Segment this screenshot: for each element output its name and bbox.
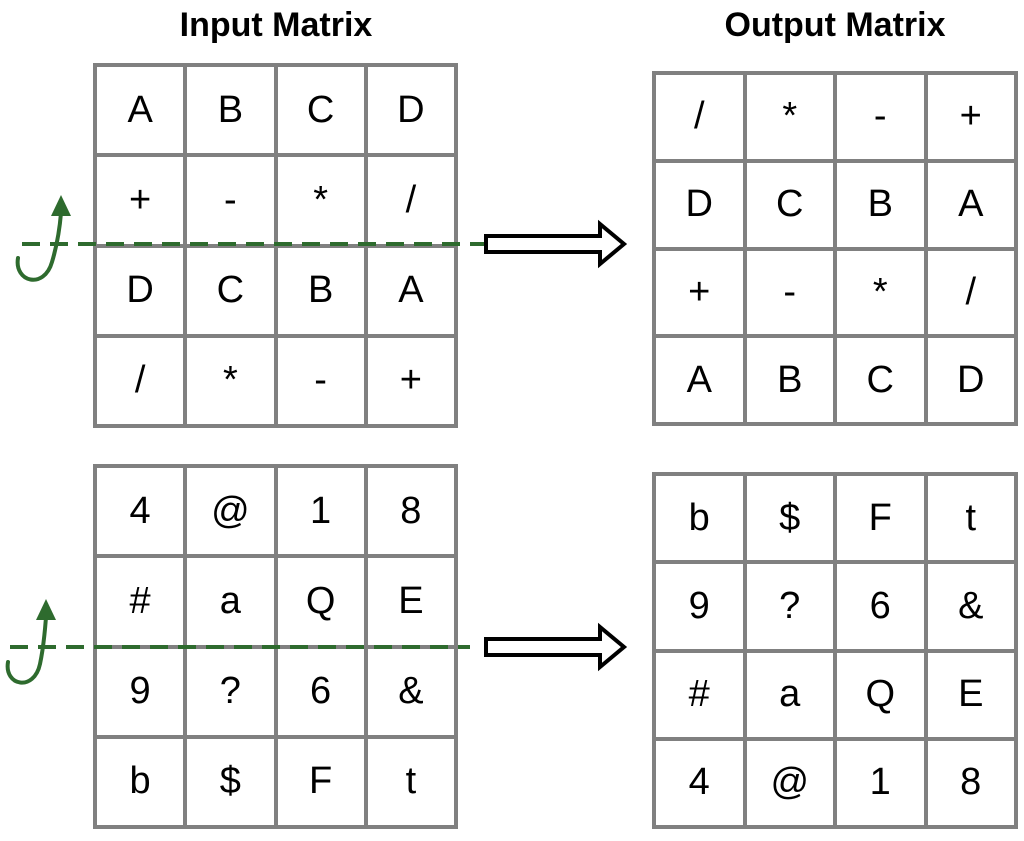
matrix-cell: 9 (654, 562, 745, 651)
matrix-cell: D (654, 160, 745, 249)
matrix-cell: & (365, 646, 456, 737)
matrix-cell: - (275, 335, 366, 426)
matrix-cell: E (365, 556, 456, 647)
matrix-cell: + (365, 335, 456, 426)
matrix-cell: + (925, 73, 1016, 161)
matrix-cell: + (654, 248, 745, 337)
matrix-cell: - (744, 248, 835, 337)
matrix-cell: # (95, 556, 186, 647)
matrix-cell: C (744, 160, 835, 249)
matrix-cell: 8 (365, 466, 456, 557)
matrix-cell: 4 (95, 466, 186, 557)
matrix-cell: 9 (95, 646, 186, 737)
input-matrix-title: Input Matrix (179, 6, 373, 44)
matrix-cell: a (744, 650, 835, 739)
matrix-cell: 1 (835, 738, 926, 827)
matrix-cell: C (835, 336, 926, 424)
matrix-cell: Q (835, 650, 926, 739)
curved-flip-arrow-icon (15, 195, 71, 282)
matrix-cell: * (835, 248, 926, 337)
matrix-cell: t (365, 736, 456, 827)
matrix-cell: / (654, 73, 745, 161)
matrix-cell: C (185, 245, 276, 336)
matrix-cell: b (654, 474, 745, 563)
matrix-cell: @ (185, 466, 276, 557)
matrix-cell: A (365, 245, 456, 336)
matrix-cell: @ (744, 738, 835, 827)
matrix-cell: B (185, 65, 276, 156)
matrix-cell: B (744, 336, 835, 424)
matrix-cell: b (95, 736, 186, 827)
matrix-cell: F (275, 736, 366, 827)
matrix-cell: B (835, 160, 926, 249)
matrix-cell: & (925, 562, 1016, 651)
matrix-cell: A (95, 65, 186, 156)
matrix-cell: 6 (835, 562, 926, 651)
matrix-cell: ? (744, 562, 835, 651)
matrix-cell: / (925, 248, 1016, 337)
curved-flip-arrow-icon (5, 599, 56, 685)
matrix-cell: $ (744, 474, 835, 563)
matrix-cell: * (185, 335, 276, 426)
matrix-cell: E (925, 650, 1016, 739)
matrix-cell: * (275, 155, 366, 246)
output-matrix-title: Output Matrix (724, 6, 946, 44)
matrix-cell: 1 (275, 466, 366, 557)
matrix-cell: D (365, 65, 456, 156)
matrix-cell: / (95, 335, 186, 426)
hollow-right-arrow-icon (484, 622, 628, 672)
matrix-cell: # (654, 650, 745, 739)
matrix-cell: / (365, 155, 456, 246)
matrix-cell: ? (185, 646, 276, 737)
matrix-cell: * (744, 73, 835, 161)
matrix-cell: D (925, 336, 1016, 424)
hollow-right-arrow-icon (484, 219, 628, 269)
matrix-cell: B (275, 245, 366, 336)
matrix-cell: 8 (925, 738, 1016, 827)
matrix-cell: A (654, 336, 745, 424)
matrix-cell: a (185, 556, 276, 647)
matrix-cell: C (275, 65, 366, 156)
matrix-cell: F (835, 474, 926, 563)
matrix-cell: $ (185, 736, 276, 827)
matrix-cell: 4 (654, 738, 745, 827)
matrix-cell: - (835, 73, 926, 161)
matrix-cell: A (925, 160, 1016, 249)
matrix-cell: t (925, 474, 1016, 563)
matrix-cell: D (95, 245, 186, 336)
